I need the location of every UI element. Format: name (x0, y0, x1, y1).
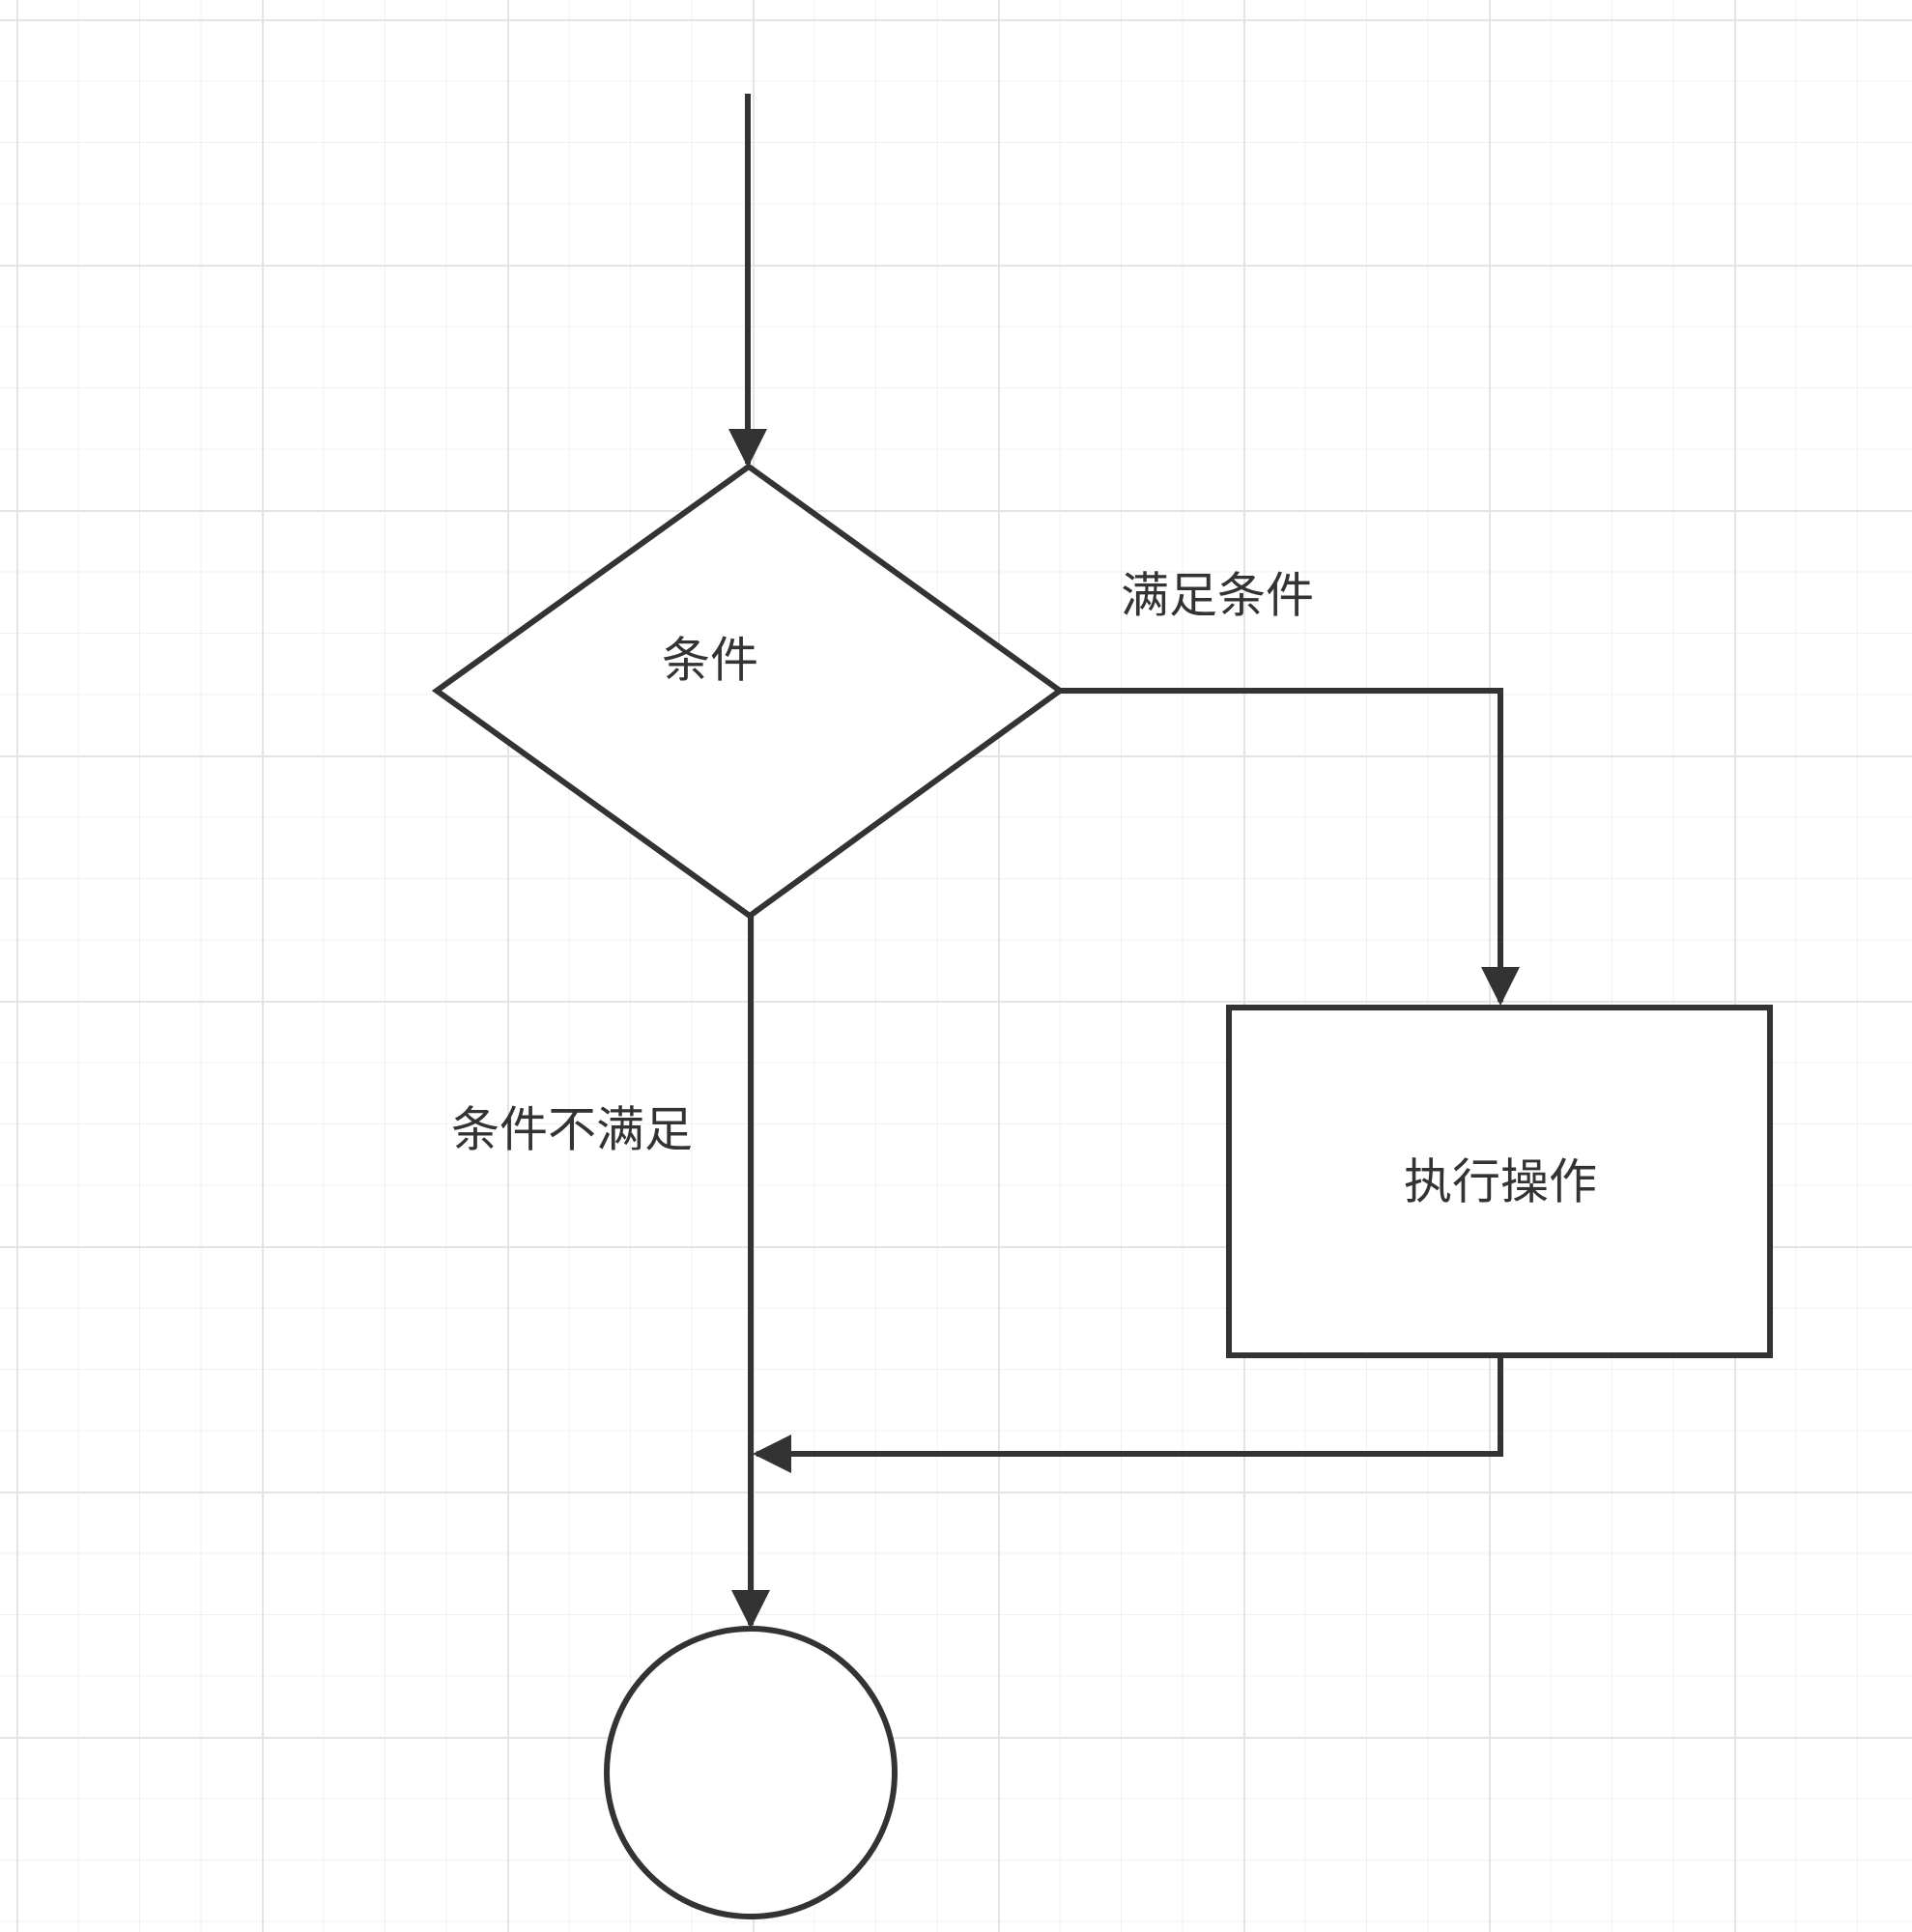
decision-node[interactable] (431, 463, 1066, 920)
return-arrow[interactable] (753, 1355, 1503, 1473)
decision-label: 条件 (662, 633, 758, 689)
no-branch-label: 条件不满足 (451, 1102, 693, 1158)
process-label: 执行操作 (1404, 1154, 1597, 1210)
end-node[interactable] (604, 1626, 898, 1919)
yes-branch-arrow[interactable] (1060, 688, 1520, 1006)
yes-branch-label: 满足条件 (1121, 568, 1314, 624)
